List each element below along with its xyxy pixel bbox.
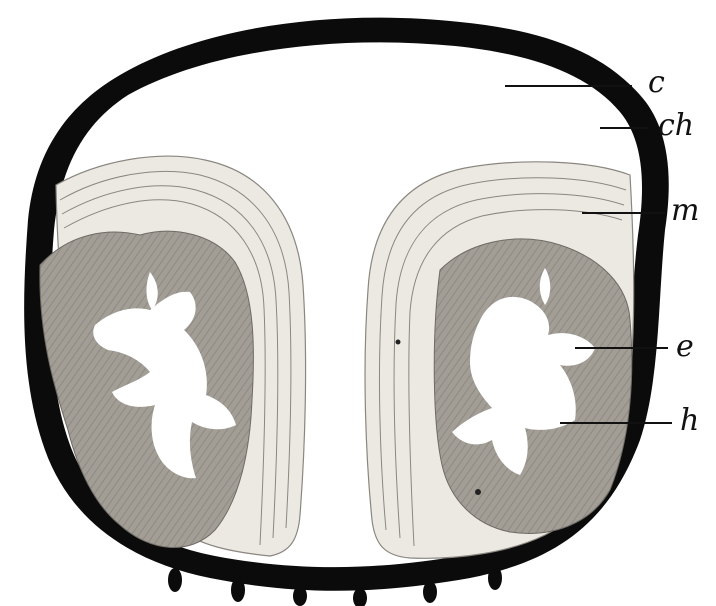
right-dot — [475, 489, 481, 495]
label-e: e — [676, 329, 694, 364]
label-c: c — [648, 65, 665, 100]
label-h: h — [680, 403, 699, 438]
tract-dot — [396, 340, 401, 345]
label-ch: ch — [658, 108, 694, 143]
label-m: m — [671, 193, 699, 228]
